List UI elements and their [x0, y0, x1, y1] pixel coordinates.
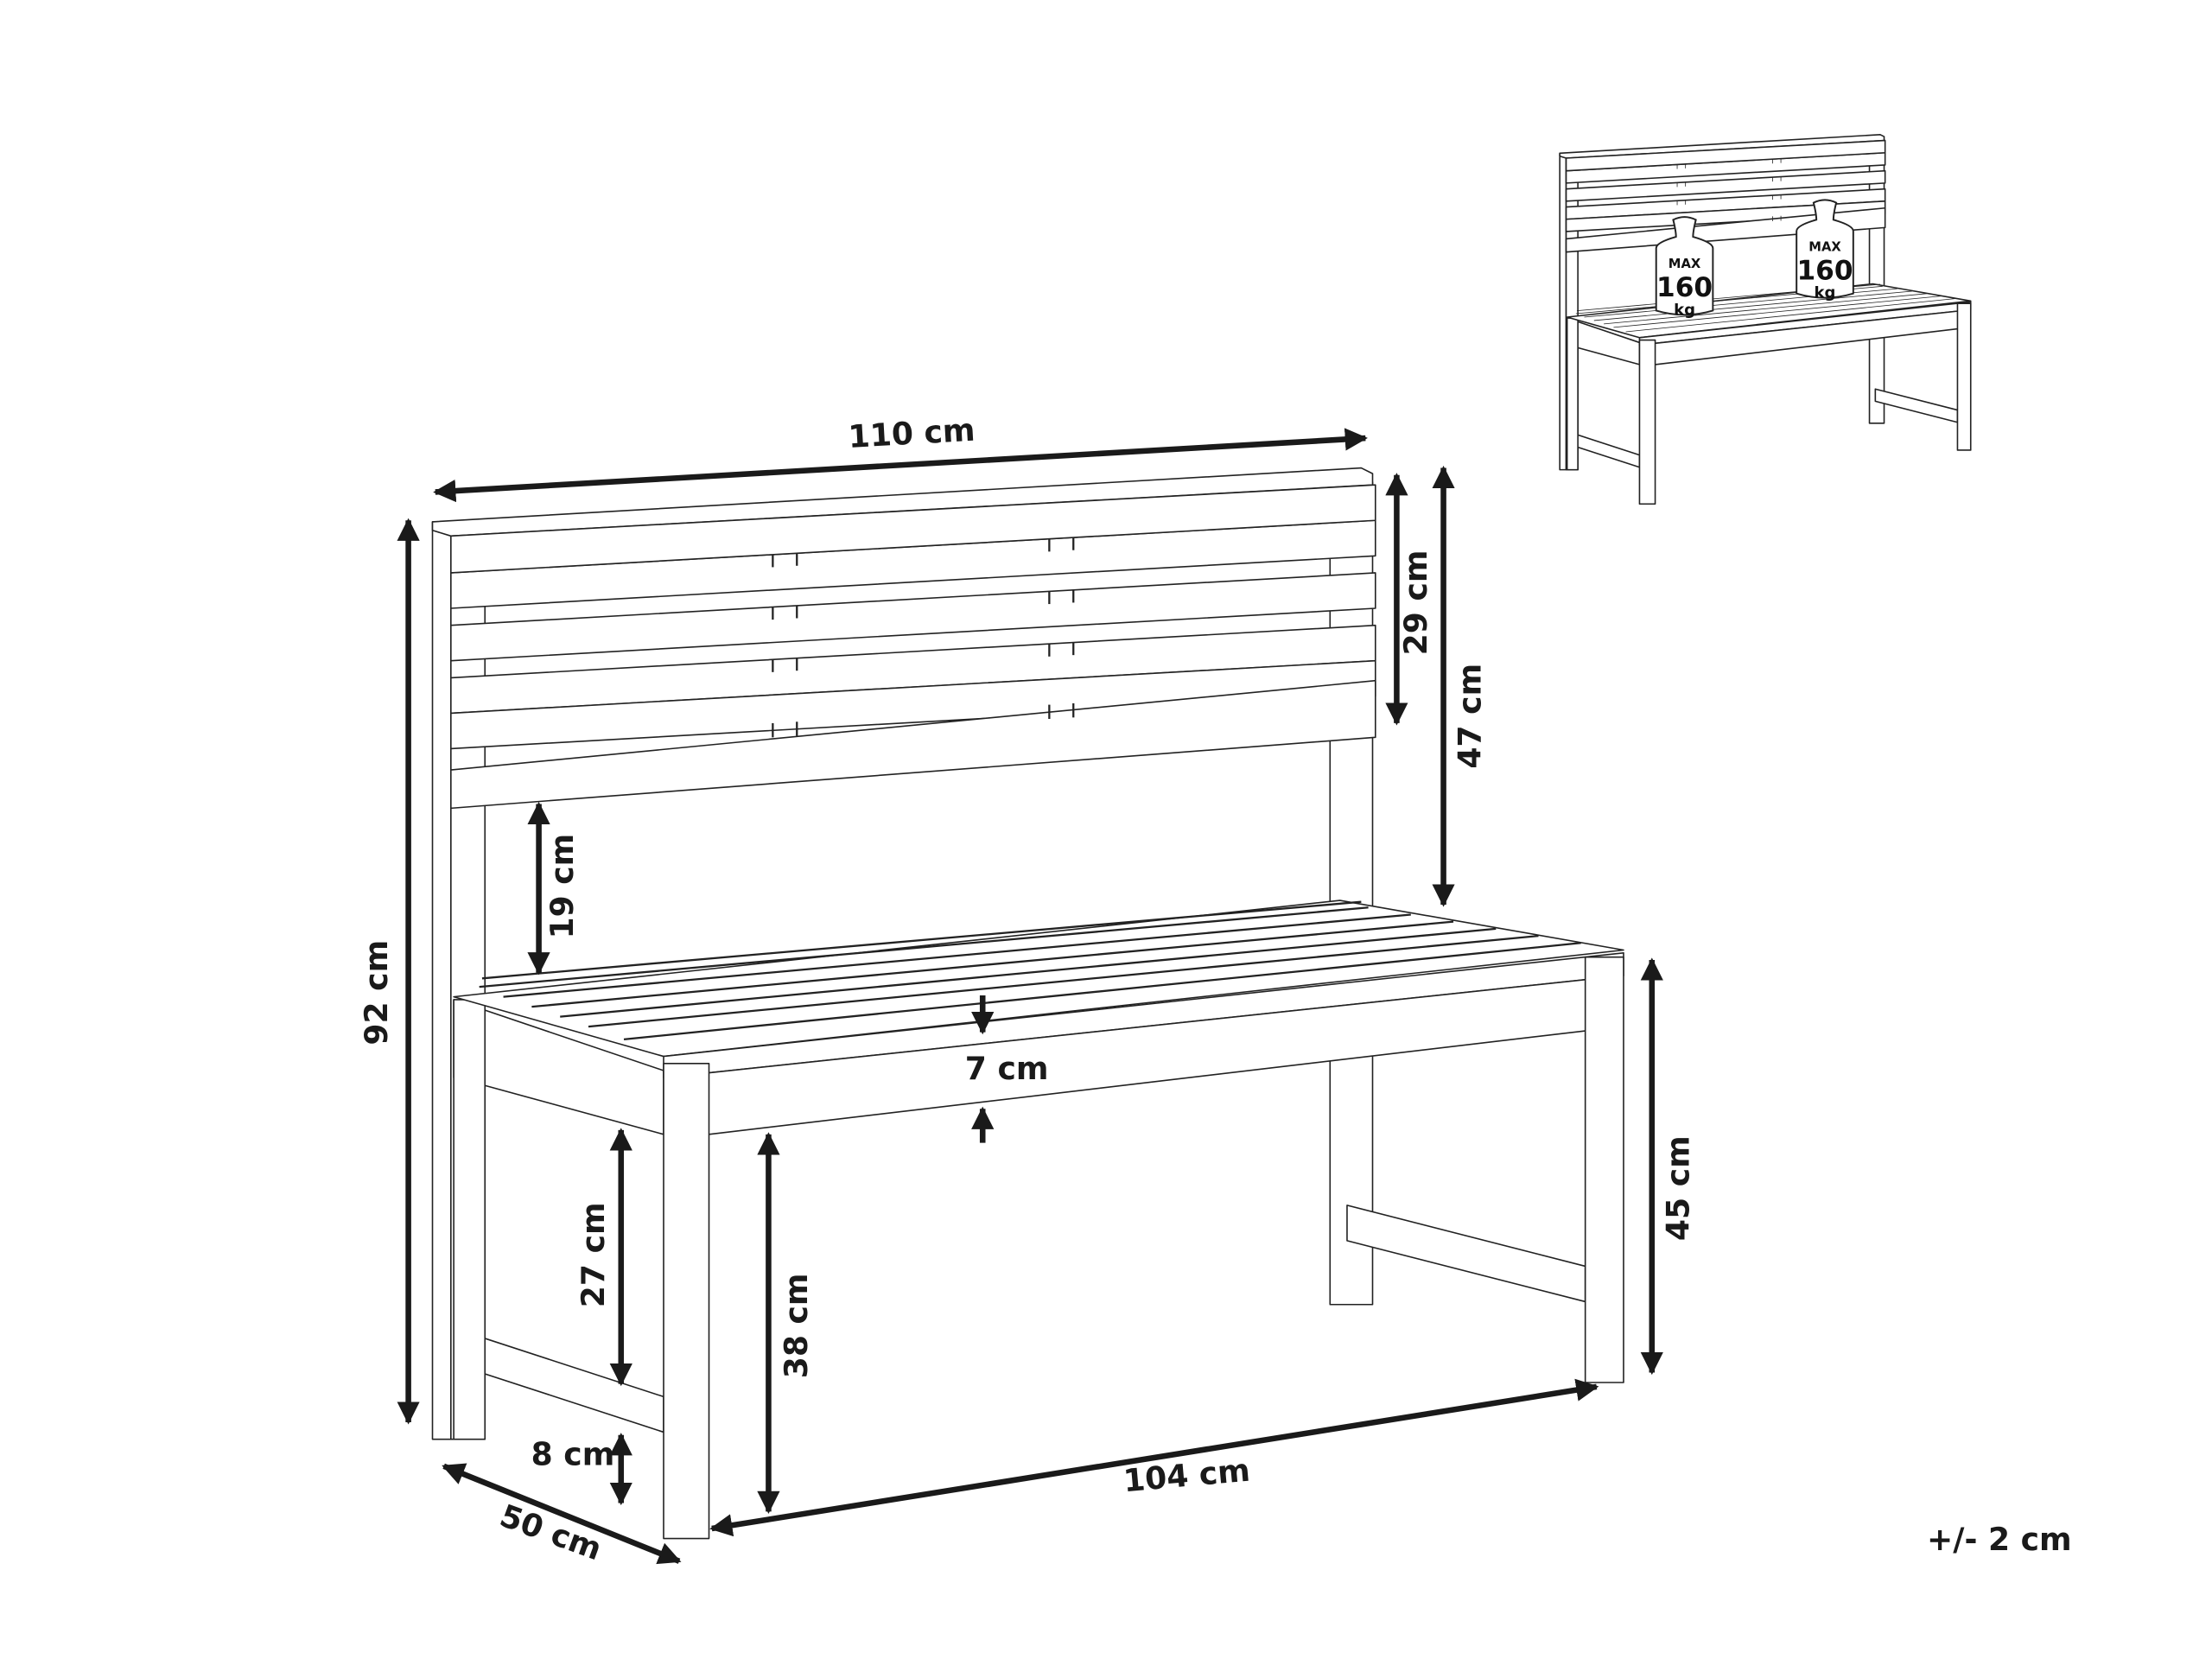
dimension-width-total: 110 cm	[433, 411, 1368, 503]
svg-text:45 cm: 45 cm	[1660, 1135, 1697, 1241]
dimension-total-height: 92 cm	[358, 518, 420, 1425]
badge-max-label: MAX	[1808, 239, 1841, 254]
badge-unit: kg	[1674, 301, 1695, 319]
dimension-stretcher-height: 8 cm	[531, 1433, 632, 1506]
svg-text:27 cm: 27 cm	[575, 1202, 612, 1307]
svg-text:8 cm: 8 cm	[531, 1435, 615, 1472]
svg-text:29 cm: 29 cm	[1397, 550, 1434, 656]
svg-text:92 cm: 92 cm	[358, 940, 395, 1046]
dimension-apron-clearance: 38 cm	[757, 1132, 815, 1514]
svg-text:19 cm: 19 cm	[543, 834, 581, 939]
dimension-seat-thickness: 7 cm	[965, 995, 1049, 1143]
dimension-leg-span-width: 104 cm	[709, 1378, 1599, 1537]
dimension-side-rail-to-stretcher: 27 cm	[575, 1128, 632, 1387]
weight-badge: MAX 160 kg	[1796, 199, 1854, 302]
badge-max-label: MAX	[1669, 257, 1701, 271]
badge-value: 160	[1796, 255, 1853, 286]
weight-badge: MAX 160 kg	[1655, 216, 1714, 319]
badge-value: 160	[1656, 272, 1713, 303]
svg-text:7 cm: 7 cm	[965, 1050, 1049, 1087]
dimension-back-height: 47 cm	[1432, 465, 1488, 907]
svg-text:110 cm: 110 cm	[847, 411, 976, 455]
bench-thumbnail: MAX 160 kg MAX 160 kg	[1559, 134, 1972, 505]
svg-text:38 cm: 38 cm	[778, 1273, 815, 1378]
dimension-depth: 50 cm	[442, 1463, 682, 1567]
svg-text:47 cm: 47 cm	[1451, 664, 1488, 769]
tolerance-note: +/- 2 cm	[1927, 1521, 2072, 1558]
dimension-backrest-gap: 19 cm	[527, 801, 581, 976]
dimension-backrest-height: 29 cm	[1385, 473, 1434, 726]
dimension-seat-height: 45 cm	[1640, 957, 1697, 1376]
badge-unit: kg	[1815, 284, 1836, 302]
